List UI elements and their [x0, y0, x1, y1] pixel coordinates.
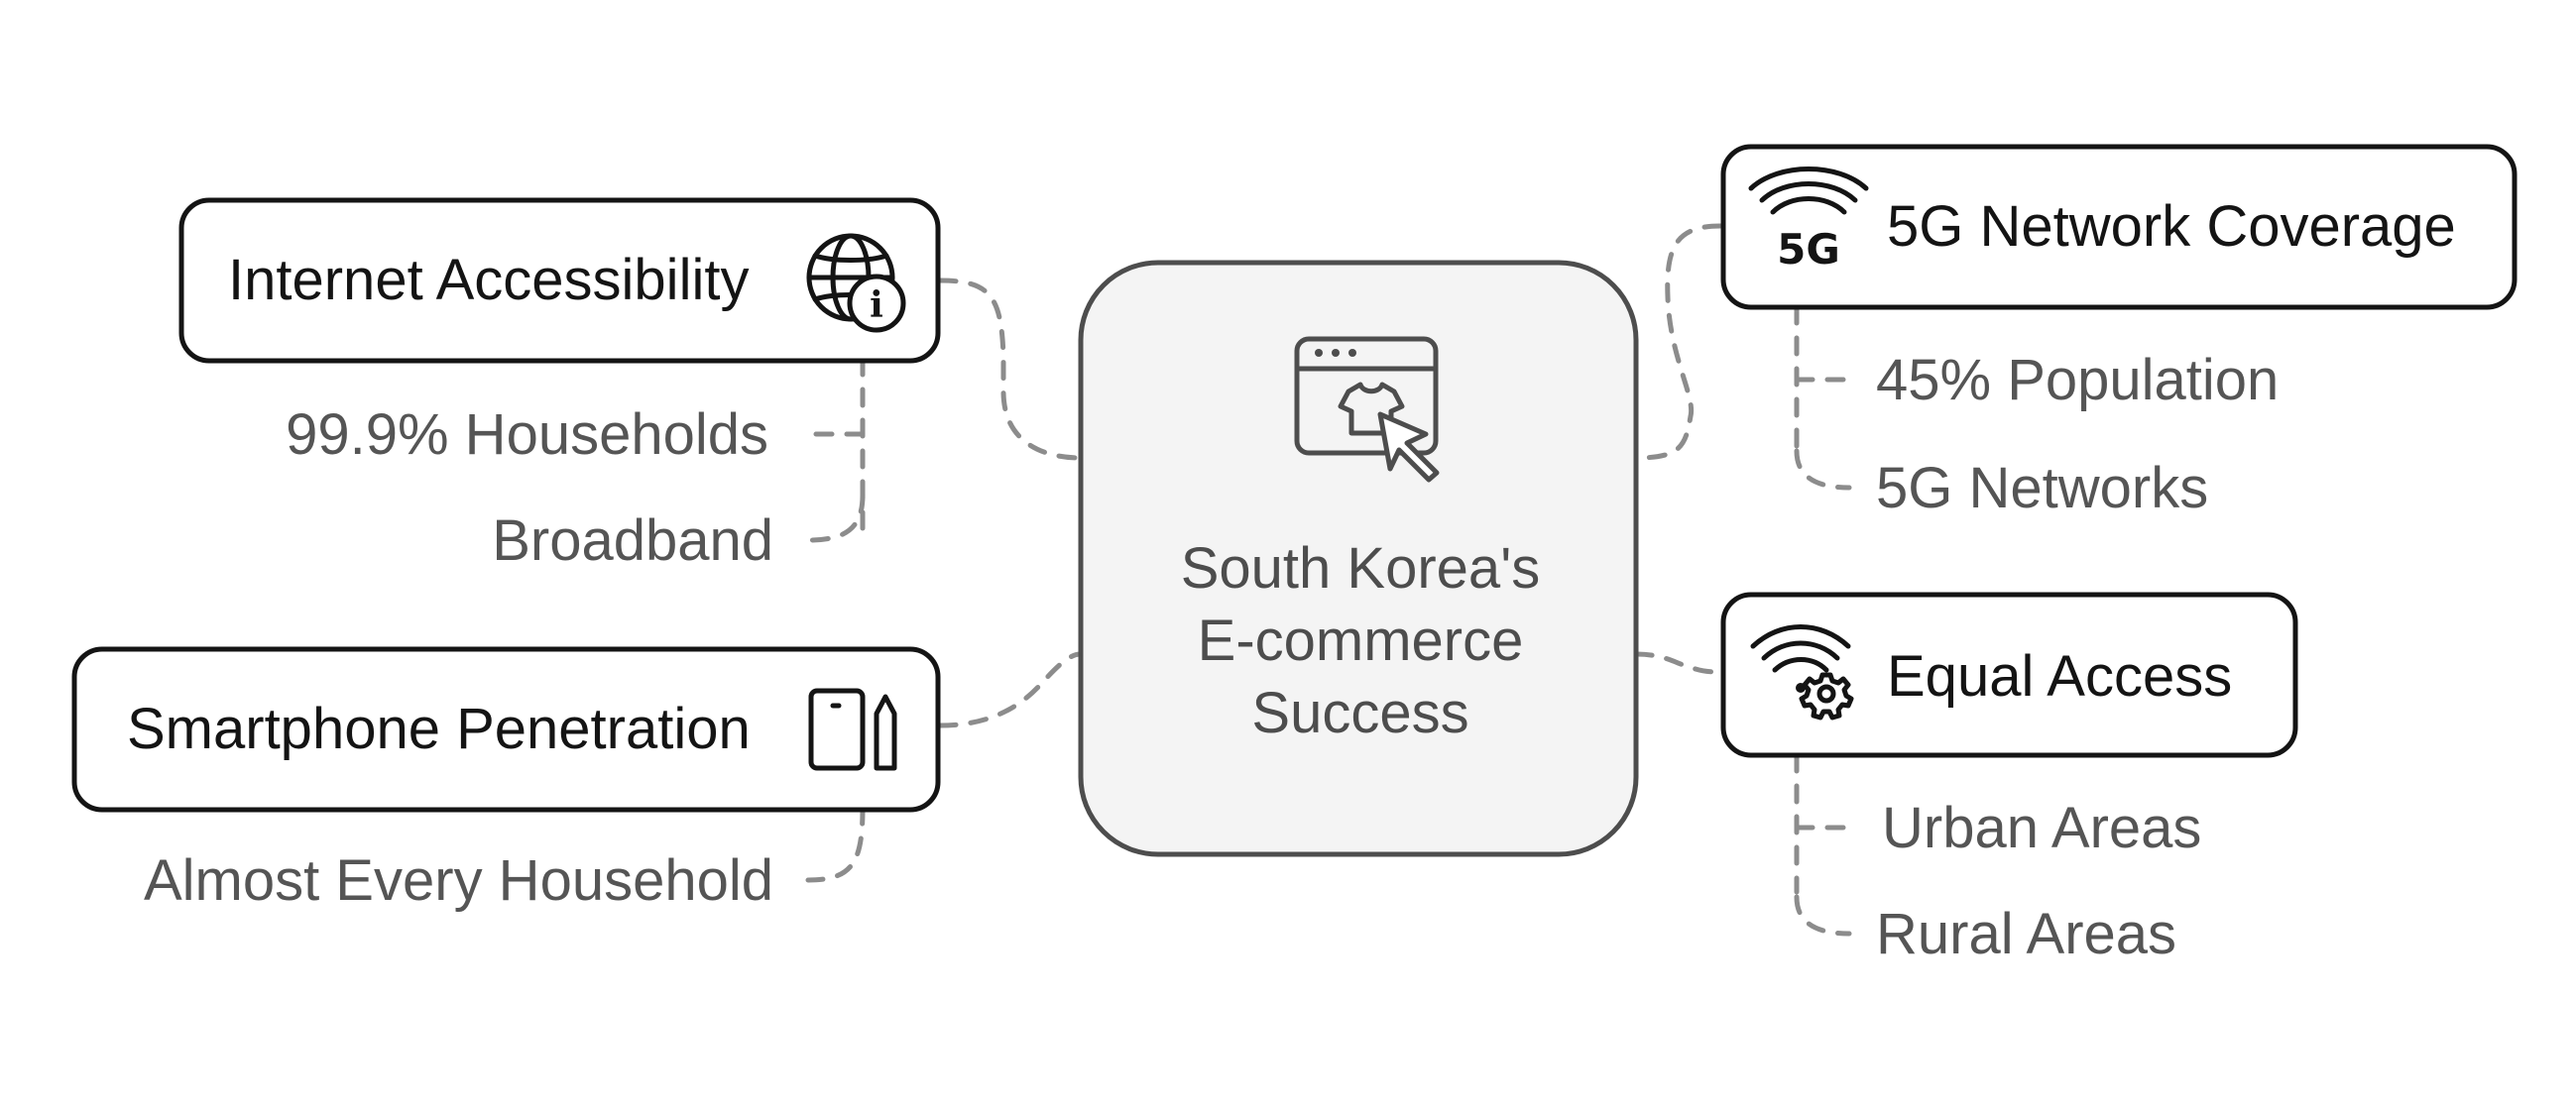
- 5g-signal-icon: 5G: [1748, 167, 1869, 274]
- fiveg-title: 5G Network Coverage: [1887, 194, 2456, 259]
- globe-info-icon: i: [806, 233, 906, 333]
- online-shopping-cursor-icon: [1294, 336, 1440, 483]
- smartphone-item-1: Almost Every Household: [144, 848, 773, 913]
- internet-title: Internet Accessibility: [228, 248, 749, 312]
- node-smartphone-penetration: Smartphone Penetration Almost Every Hous…: [71, 646, 941, 913]
- internet-item-2: Broadband: [492, 508, 773, 573]
- svg-text:5G Networks: 5G Networks: [1876, 456, 2208, 520]
- svg-text:Internet Accessibility: Internet Accessibility: [228, 248, 749, 312]
- svg-text:South Korea's: South Korea's: [1181, 536, 1541, 601]
- svg-text:Equal Access: Equal Access: [1887, 644, 2232, 709]
- center-label-line1: South Korea's: [1181, 536, 1541, 601]
- equal-title: Equal Access: [1887, 644, 2232, 709]
- equal-item-2: Rural Areas: [1876, 902, 2176, 966]
- cursor-arrow-icon: [1377, 411, 1440, 483]
- fiveg-glyph: 5G: [1777, 225, 1840, 274]
- connector-internet-item2: [805, 493, 866, 543]
- center-label-line3: Success: [1251, 681, 1468, 745]
- equal-item-1: Urban Areas: [1882, 796, 2201, 860]
- smartphone-pencil-icon: [808, 688, 897, 771]
- svg-text:Success: Success: [1251, 681, 1468, 745]
- node-internet-accessibility: Internet Accessibility i 99.9% Household…: [178, 197, 941, 573]
- smartphone-title: Smartphone Penetration: [127, 697, 751, 761]
- svg-text:Rural Areas: Rural Areas: [1876, 902, 2176, 966]
- fiveg-item-1: 45% Population: [1876, 348, 2279, 412]
- internet-box: [178, 197, 941, 364]
- svg-text:Almost Every Household: Almost Every Household: [144, 848, 773, 913]
- node-5g-network-coverage: 5G 5G Network Coverage 45% Population 5G…: [1720, 144, 2517, 520]
- connectors: [805, 223, 1852, 937]
- node-equal-access: Equal Access Urban Areas Rural Areas: [1720, 592, 2298, 966]
- connector-equal-item2: [1794, 894, 1852, 937]
- connector-fiveg: [1633, 223, 1723, 461]
- svg-text:Broadband: Broadband: [492, 508, 773, 573]
- svg-text:5G Network Coverage: 5G Network Coverage: [1887, 194, 2456, 259]
- connector-smartphone: [937, 651, 1084, 728]
- svg-text:Urban Areas: Urban Areas: [1882, 796, 2201, 860]
- connector-equal: [1633, 651, 1723, 675]
- fiveg-item-2: 5G Networks: [1876, 456, 2208, 520]
- internet-item-1: 99.9% Households: [286, 402, 768, 467]
- svg-text:Smartphone Penetration: Smartphone Penetration: [127, 697, 751, 761]
- center-node: South Korea's E-commerce Success: [1078, 260, 1639, 857]
- connector-smartphone-item1: [805, 805, 866, 883]
- wifi-gear-icon: [1750, 624, 1854, 721]
- svg-text:E-commerce: E-commerce: [1198, 609, 1524, 673]
- center-label-line2: E-commerce: [1198, 609, 1524, 673]
- connector-fiveg-item2: [1794, 448, 1852, 491]
- connector-internet: [937, 278, 1084, 461]
- fiveg-box: [1720, 144, 2517, 310]
- smartphone-box: [71, 646, 941, 813]
- svg-text:99.9% Households: 99.9% Households: [286, 402, 768, 467]
- equal-box: [1720, 592, 2298, 758]
- svg-text:45% Population: 45% Population: [1876, 348, 2279, 412]
- center-box: [1078, 260, 1639, 857]
- info-glyph: i: [870, 284, 883, 326]
